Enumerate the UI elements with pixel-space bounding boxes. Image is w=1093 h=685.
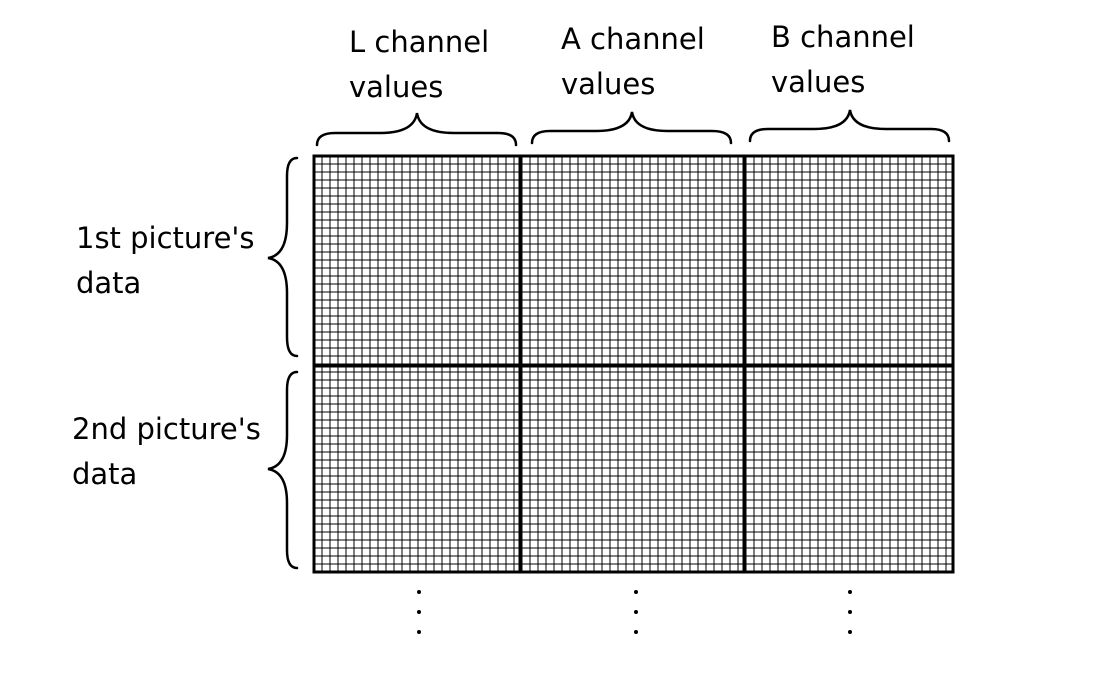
brace-a-channel xyxy=(530,111,733,145)
column-label-a-line1: A channel xyxy=(561,22,705,56)
block-dividers xyxy=(312,154,955,574)
row-label-1-line2: data xyxy=(76,266,142,300)
brace-l-channel xyxy=(315,112,518,147)
brace-b-channel xyxy=(748,109,951,143)
continuation-dots xyxy=(417,590,852,634)
continuation-dots-b-column xyxy=(848,590,852,634)
column-label-a-line2: values xyxy=(561,67,656,101)
brace-1st-picture xyxy=(267,156,299,358)
column-label-l-line1: L channel xyxy=(349,25,490,59)
fine-grid xyxy=(314,156,953,572)
column-label-l-line2: values xyxy=(349,70,444,104)
matrix-border xyxy=(312,154,955,574)
row-label-2-line1: 2nd picture's xyxy=(72,412,261,446)
brace-2nd-picture xyxy=(267,370,299,570)
column-label-b-channel: B channel values xyxy=(771,15,915,105)
row-braces xyxy=(267,156,299,570)
column-label-b-line1: B channel xyxy=(771,20,915,54)
row-label-1-line1: 1st picture's xyxy=(76,221,255,255)
continuation-dots-a-column xyxy=(634,590,638,634)
continuation-dots-l-column xyxy=(417,590,421,634)
row-label-2-line2: data xyxy=(72,457,138,491)
column-braces xyxy=(315,109,951,147)
column-label-a-channel: A channel values xyxy=(561,17,705,107)
column-label-l-channel: L channel values xyxy=(349,20,489,110)
row-label-1st-picture: 1st picture's data xyxy=(76,216,255,306)
column-label-b-line2: values xyxy=(771,65,866,99)
row-label-2nd-picture: 2nd picture's data xyxy=(72,407,261,497)
